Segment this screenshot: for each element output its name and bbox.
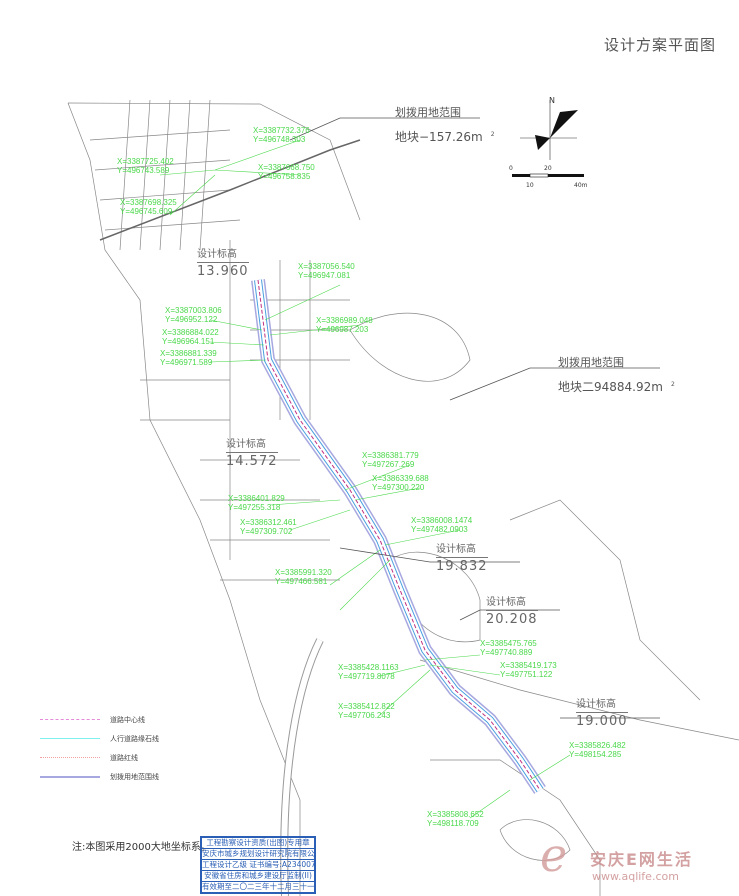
elevation-label: 设计标高	[576, 699, 616, 710]
area-unit: 2	[490, 131, 495, 138]
legend-label: 道路中心线	[110, 715, 145, 724]
legend-swatch	[40, 757, 100, 758]
area-heading: 划拨用地范围	[395, 106, 461, 119]
road-alignment	[251, 279, 546, 794]
legend-swatch	[40, 719, 100, 720]
legend-item: 道路红线	[40, 748, 159, 767]
legend-item: 划拨用地范围线	[40, 767, 159, 786]
legend-swatch	[40, 738, 100, 739]
coordinate-system-note: 注:本图采用2000大地坐标系。	[72, 842, 211, 853]
stamp-line: 有效期至二〇二三年十二月三十一日止	[202, 882, 314, 891]
legend-label: 人行道路缘石线	[110, 734, 159, 743]
map-legend: 道路中心线 人行道路缘石线 道路红线 划拨用地范围线	[40, 710, 159, 786]
design-elevation: 设计标高 14.572	[226, 438, 278, 469]
design-elevation: 设计标高 19.000	[576, 698, 628, 729]
scale-tick: 10	[526, 182, 534, 189]
base-map-lines	[67, 99, 739, 896]
drawing-title: 设计方案平面图	[604, 36, 717, 54]
design-elevation: 设计标高 19.832	[436, 543, 488, 574]
elevation-value: 13.960	[197, 262, 249, 279]
elevation-label: 设计标高	[226, 439, 266, 450]
elevation-label: 设计标高	[197, 249, 237, 260]
qualification-stamp: 工程勘察设计资质(出图)专用章 安庆市城乡规划设计研究院有限公司 工程设计乙级 …	[200, 836, 316, 894]
elevation-value: 14.572	[226, 452, 278, 469]
stamp-line: 安庆市城乡规划设计研究院有限公司	[202, 849, 314, 860]
area-unit: 2	[670, 381, 675, 388]
watermark-e-icon: e	[540, 828, 568, 882]
allocation-area-callout: 划拨用地范围 地块二94884.92m 2	[558, 354, 675, 395]
area-value: 地块−157.26m	[395, 130, 483, 144]
allocation-area-callout: 划拨用地范围 地块−157.26m 2	[395, 104, 495, 145]
legend-swatch	[40, 775, 100, 778]
scale-tick: 0	[509, 165, 513, 172]
watermark-url: www.aqlife.com	[592, 870, 679, 883]
scale-tick: 20	[544, 165, 552, 172]
area-value: 地块二94884.92m	[558, 380, 663, 394]
stamp-line: 工程勘察设计资质(出图)专用章	[202, 838, 314, 849]
north-arrow	[520, 100, 578, 160]
road-center-line	[257, 279, 541, 791]
legend-label: 道路红线	[110, 753, 138, 762]
stamp-line: 安徽省住房和城乡建设厅监制(II)	[202, 871, 314, 882]
scale-bar	[512, 173, 584, 178]
legend-label: 划拨用地范围线	[110, 772, 159, 781]
elevation-label: 设计标高	[486, 597, 526, 608]
scale-tick: 40m	[574, 182, 588, 189]
callout-leaders	[289, 117, 660, 719]
leader-lines	[159, 139, 571, 819]
elevation-value: 19.000	[576, 712, 628, 729]
elevation-value: 19.832	[436, 557, 488, 574]
elevation-label: 设计标高	[436, 544, 476, 555]
watermark-brand: 安庆E网生活	[590, 850, 693, 869]
area-heading: 划拨用地范围	[558, 356, 624, 369]
legend-item: 人行道路缘石线	[40, 729, 159, 748]
design-elevation: 设计标高 20.208	[486, 596, 538, 627]
legend-item: 道路中心线	[40, 710, 159, 729]
elevation-value: 20.208	[486, 610, 538, 627]
design-elevation: 设计标高 13.960	[197, 248, 249, 279]
north-label: N	[549, 96, 555, 105]
stamp-line: 工程设计乙级 证书编号:A234007169	[202, 860, 314, 871]
